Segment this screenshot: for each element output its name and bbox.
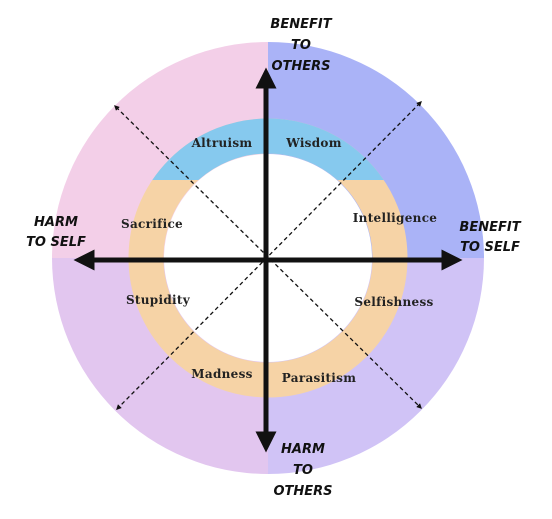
label-parasitism: Parasitism (282, 371, 356, 385)
label-sacrifice: Sacrifice (121, 217, 183, 231)
axis-bottom-line-3: OTHERS (273, 484, 332, 499)
label-altruism: Altruism (191, 136, 253, 150)
axis-bottom-line-2: TO (293, 463, 313, 478)
axis-left-line-1: HARM (34, 215, 78, 230)
label-wisdom: Wisdom (285, 136, 341, 150)
label-stupidity: Stupidity (126, 293, 191, 307)
label-intelligence: Intelligence (353, 211, 438, 225)
axis-left-line-2: TO SELF (26, 235, 86, 250)
label-selfishness: Selfishness (354, 295, 433, 309)
axis-right-line-2: TO SELF (460, 240, 520, 255)
axis-label-bottom: HARM TO OTHERS (273, 442, 332, 499)
label-madness: Madness (191, 367, 252, 381)
axis-top-line-3: OTHERS (271, 59, 330, 74)
axis-bottom-line-1: HARM (281, 442, 325, 457)
diagonal-line-2 (116, 101, 422, 410)
axis-label-top: BENEFIT TO OTHERS (270, 17, 332, 74)
axis-top-line-2: TO (291, 38, 311, 53)
axis-label-left: HARM TO SELF (26, 215, 86, 250)
axis-right-line-1: BENEFIT (459, 220, 521, 235)
axis-label-right: BENEFIT TO SELF (459, 220, 521, 255)
axis-top-line-1: BENEFIT (270, 17, 332, 32)
